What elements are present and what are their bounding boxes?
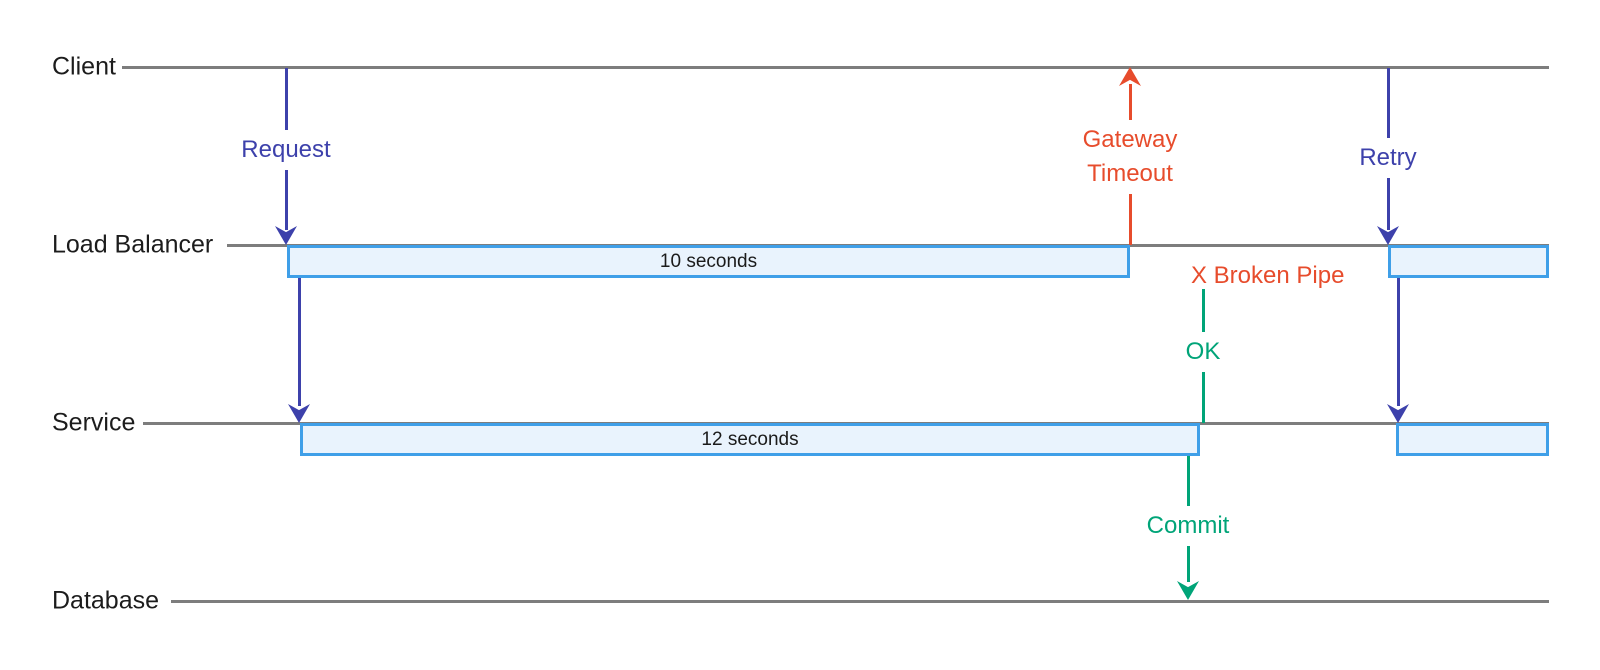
activation-box-service-2 xyxy=(1396,423,1549,456)
lifeline-label-database: Database xyxy=(52,586,160,615)
lifeline-label-load-balancer: Load Balancer xyxy=(52,230,214,259)
arrowhead-down-icon xyxy=(1387,404,1409,423)
activation-box-load-balancer-2 xyxy=(1388,245,1549,278)
failure-label-broken-pipe: X Broken Pipe xyxy=(1191,262,1345,289)
activation-label-10-seconds: 10 seconds xyxy=(659,250,758,272)
gateway-timeout-line2: Timeout xyxy=(1087,160,1173,187)
message-label-commit: Commit xyxy=(1138,506,1238,546)
message-line-lb-to-service-2 xyxy=(1397,278,1400,406)
arrowhead-down-icon xyxy=(1177,581,1199,600)
activation-box-load-balancer-1: 10 seconds xyxy=(287,245,1130,278)
lifeline-label-client: Client xyxy=(52,52,116,81)
lifeline-line-client xyxy=(122,66,1549,69)
lifeline-label-service: Service xyxy=(52,408,136,437)
lifeline-line-database xyxy=(171,600,1549,603)
message-label-retry: Retry xyxy=(1351,138,1425,178)
activation-box-service-1: 12 seconds xyxy=(300,423,1200,456)
message-label-ok: OK xyxy=(1177,332,1229,372)
activation-label-12-seconds: 12 seconds xyxy=(701,428,799,450)
message-label-request: Request xyxy=(233,130,339,170)
message-line-lb-to-service-1 xyxy=(298,278,301,406)
arrowhead-down-icon xyxy=(288,404,310,423)
gateway-timeout-line1: Gateway xyxy=(1082,126,1178,153)
message-label-gateway-timeout: Gateway Timeout xyxy=(1074,120,1186,194)
